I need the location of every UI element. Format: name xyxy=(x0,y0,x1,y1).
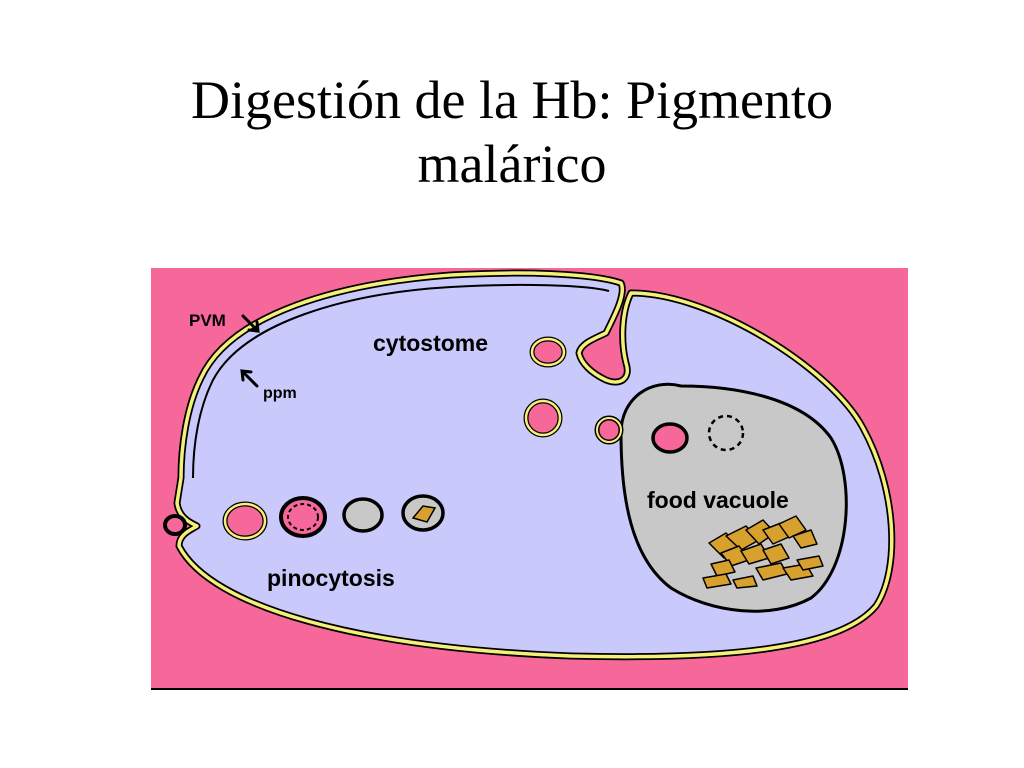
ppm-arrow xyxy=(240,369,259,388)
pinocytosis-vesicle-2-inner xyxy=(287,503,319,531)
vacuole-vesicle-pink xyxy=(651,422,689,454)
slide-title: Digestión de la Hb: Pigmento malárico xyxy=(0,68,1024,196)
label-pvm: PVM xyxy=(189,311,226,330)
ppm-membrane xyxy=(192,283,610,479)
parasite-diagram: PVM ppm cytostome food vacuole pinocytos… xyxy=(151,268,908,690)
cytostome-vesicle-rim xyxy=(524,399,562,437)
pvm-arrow xyxy=(241,314,260,333)
parasite-membrane-yellow xyxy=(175,271,894,659)
hemozoin-crystals xyxy=(702,515,824,589)
title-line-2: malárico xyxy=(417,134,607,194)
title-line-1: Digestión de la Hb: Pigmento xyxy=(191,70,833,130)
label-ppm: ppm xyxy=(263,385,297,402)
pinocytosis-invagination xyxy=(163,514,187,536)
label-food-vacuole: food vacuole xyxy=(647,487,789,513)
pinocytosis-vesicle-1-rim xyxy=(223,502,267,540)
pinocytosis-vesicle-3 xyxy=(342,497,384,533)
fusing-vesicle-rim xyxy=(596,417,622,443)
vacuole-vesicle-dashed xyxy=(707,414,745,452)
pinocytosis-crystal xyxy=(411,505,437,523)
cytostome-opening-rim xyxy=(530,337,566,367)
label-pinocytosis: pinocytosis xyxy=(267,565,395,591)
label-cytostome: cytostome xyxy=(373,330,488,356)
